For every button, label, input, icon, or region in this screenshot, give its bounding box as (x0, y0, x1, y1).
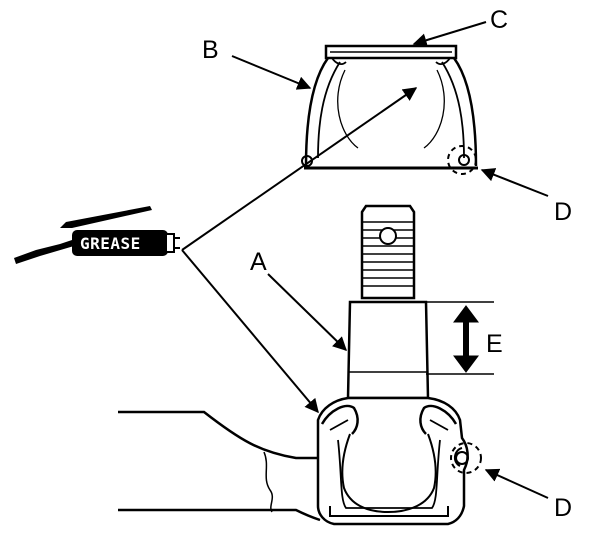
boot-clip-highlight (447, 145, 477, 175)
grease-pointer-lines (181, 87, 418, 414)
label-b: B (202, 36, 219, 64)
label-c: C (490, 6, 508, 34)
label-a: A (250, 248, 267, 276)
dust-boot (301, 44, 478, 170)
grease-label: GREASE (80, 234, 141, 253)
ball-joint-stud (346, 204, 430, 400)
label-d-bottom: D (554, 494, 572, 522)
leader-arrows (231, 21, 549, 499)
grease-gun-icon (14, 206, 180, 264)
label-d-top: D (554, 198, 572, 226)
ball-joint-housing (118, 396, 469, 526)
label-e: E (486, 330, 503, 358)
dimension-e (426, 301, 494, 375)
housing-clip-highlight (450, 442, 482, 474)
